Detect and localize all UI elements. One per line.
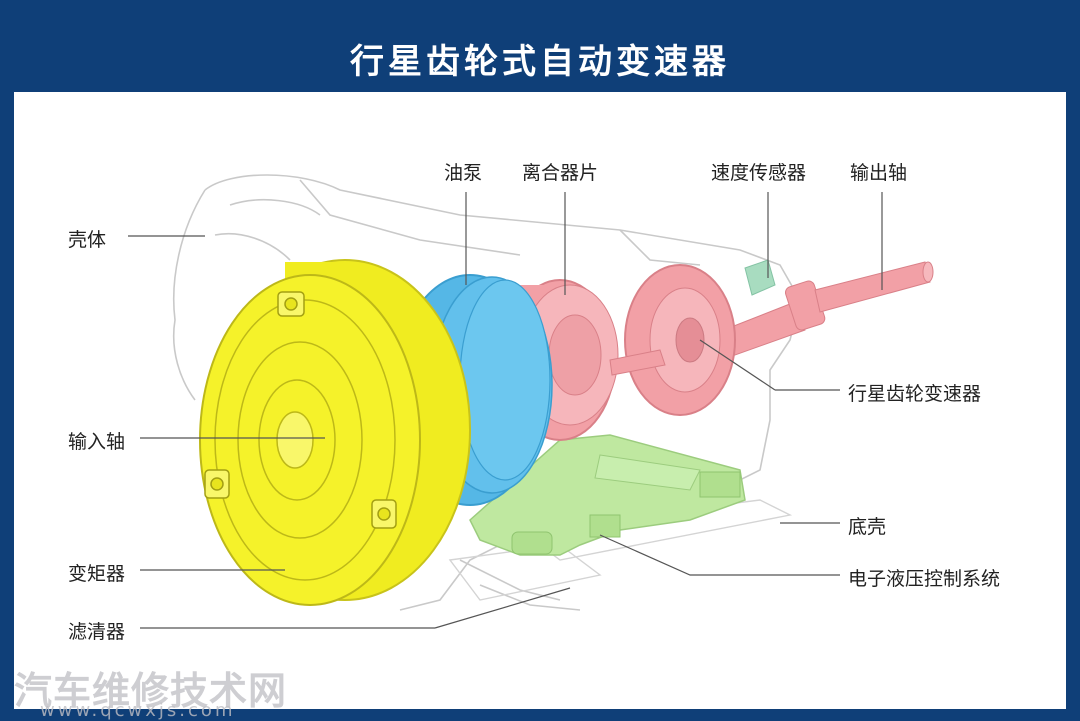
label-hydraulic-control: 电子液压控制系统	[848, 568, 1001, 590]
leader-lines	[128, 192, 883, 629]
label-shell: 壳体	[68, 229, 107, 251]
speed-sensor	[744, 259, 776, 296]
label-planetary-gear: 行星齿轮变速器	[848, 383, 982, 405]
label-oil-pump: 油泵	[444, 162, 483, 184]
label-filter: 滤清器	[68, 621, 126, 643]
label-clutch-plate: 离合器片	[522, 162, 599, 184]
torque-converter	[199, 259, 471, 606]
label-oil-pan: 底壳	[848, 516, 887, 538]
planetary-gear-set	[624, 264, 736, 416]
leader-filter-b	[434, 587, 571, 629]
watermark-text: 汽车维修技术网	[14, 669, 288, 713]
label-torque-converter: 变矩器	[68, 563, 126, 585]
leader-hydraulic	[599, 534, 840, 576]
hydraulic-control-body	[469, 434, 746, 556]
diagram-title: 行星齿轮式自动变速器	[350, 42, 730, 82]
leader-planetary-a	[699, 339, 776, 391]
label-input-shaft: 输入轴	[68, 431, 126, 453]
watermark-url: www.qcwxjs.com	[40, 700, 236, 721]
label-output-shaft: 输出轴	[850, 162, 908, 184]
label-speed-sensor: 速度传感器	[711, 162, 807, 184]
